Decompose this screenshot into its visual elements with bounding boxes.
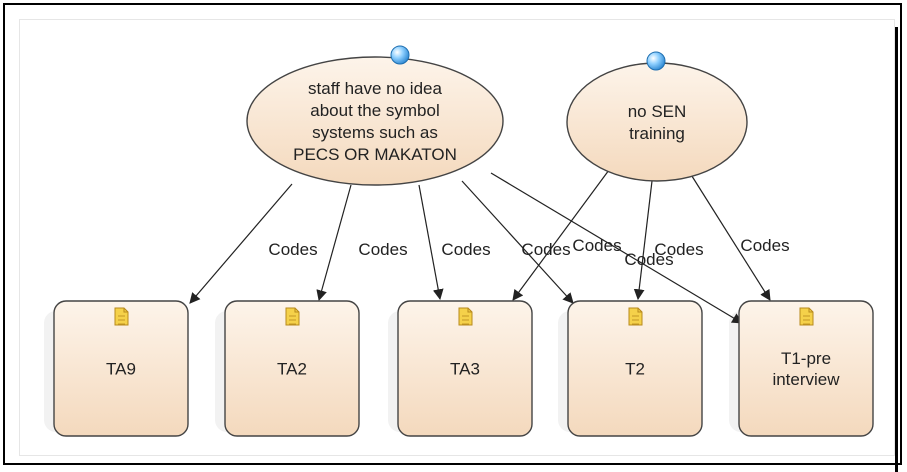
code-label-line: no SEN <box>628 102 687 121</box>
vertical-scrollbar[interactable] <box>895 27 898 472</box>
document-box <box>397 300 533 437</box>
code-symbol-systems-node[interactable]: staff have no idea about the symbol system… <box>246 45 504 186</box>
document-label-line: interview <box>772 370 840 389</box>
document-box <box>53 300 189 437</box>
document-box <box>224 300 360 437</box>
document-icon <box>628 307 643 326</box>
link-label: Codes <box>521 240 570 259</box>
document-box <box>567 300 703 437</box>
link-symbol-systems-to-ta9[interactable] <box>189 183 293 304</box>
link-sen-training-to-t2[interactable] <box>633 180 653 301</box>
link-sen-training-to-t1[interactable] <box>689 172 771 301</box>
document-icon <box>285 307 300 326</box>
code-label-line: systems such as <box>312 123 438 142</box>
link-sen-training-to-ta3[interactable] <box>512 169 610 301</box>
comment-bubble-icon[interactable] <box>390 45 410 65</box>
link-label: Codes <box>624 250 673 269</box>
document-icon <box>114 307 129 326</box>
code-label-line: PECS OR MAKATON <box>293 145 457 164</box>
link-symbol-systems-to-t2[interactable] <box>461 180 574 304</box>
link-symbol-systems-to-ta3[interactable] <box>418 184 444 301</box>
document-icon <box>458 307 473 326</box>
document-label-line: T1-pre <box>781 349 831 368</box>
link-label: Codes <box>654 240 703 259</box>
link-symbol-systems-to-t1[interactable] <box>490 172 743 324</box>
code-label-line: staff have no idea <box>308 79 442 98</box>
link-label: Codes <box>441 240 490 259</box>
link-label: Codes <box>572 236 621 255</box>
doc-ta2-node[interactable]: TA2 <box>224 300 360 437</box>
code-label-line: about the symbol <box>310 101 439 120</box>
document-label-line: TA3 <box>450 360 480 379</box>
link-label: Codes <box>740 236 789 255</box>
document-label-line: TA2 <box>277 360 307 379</box>
link-label: Codes <box>358 240 407 259</box>
doc-ta3-node[interactable]: TA3 <box>397 300 533 437</box>
link-symbol-systems-to-ta2[interactable] <box>316 184 352 302</box>
code-sen-training-node[interactable]: no SEN training <box>566 51 748 182</box>
code-label-line: training <box>629 124 685 143</box>
document-label-line: T2 <box>625 360 645 379</box>
document-label-line: TA9 <box>106 360 136 379</box>
doc-t2-node[interactable]: T2 <box>567 300 703 437</box>
document-icon <box>799 307 814 326</box>
link-label: Codes <box>268 240 317 259</box>
doc-t1-node[interactable]: T1-pre interview <box>738 300 874 437</box>
code-ellipse <box>246 56 504 186</box>
document-box <box>738 300 874 437</box>
code-ellipse <box>566 62 748 182</box>
doc-ta9-node[interactable]: TA9 <box>53 300 189 437</box>
comment-bubble-icon[interactable] <box>646 51 666 71</box>
